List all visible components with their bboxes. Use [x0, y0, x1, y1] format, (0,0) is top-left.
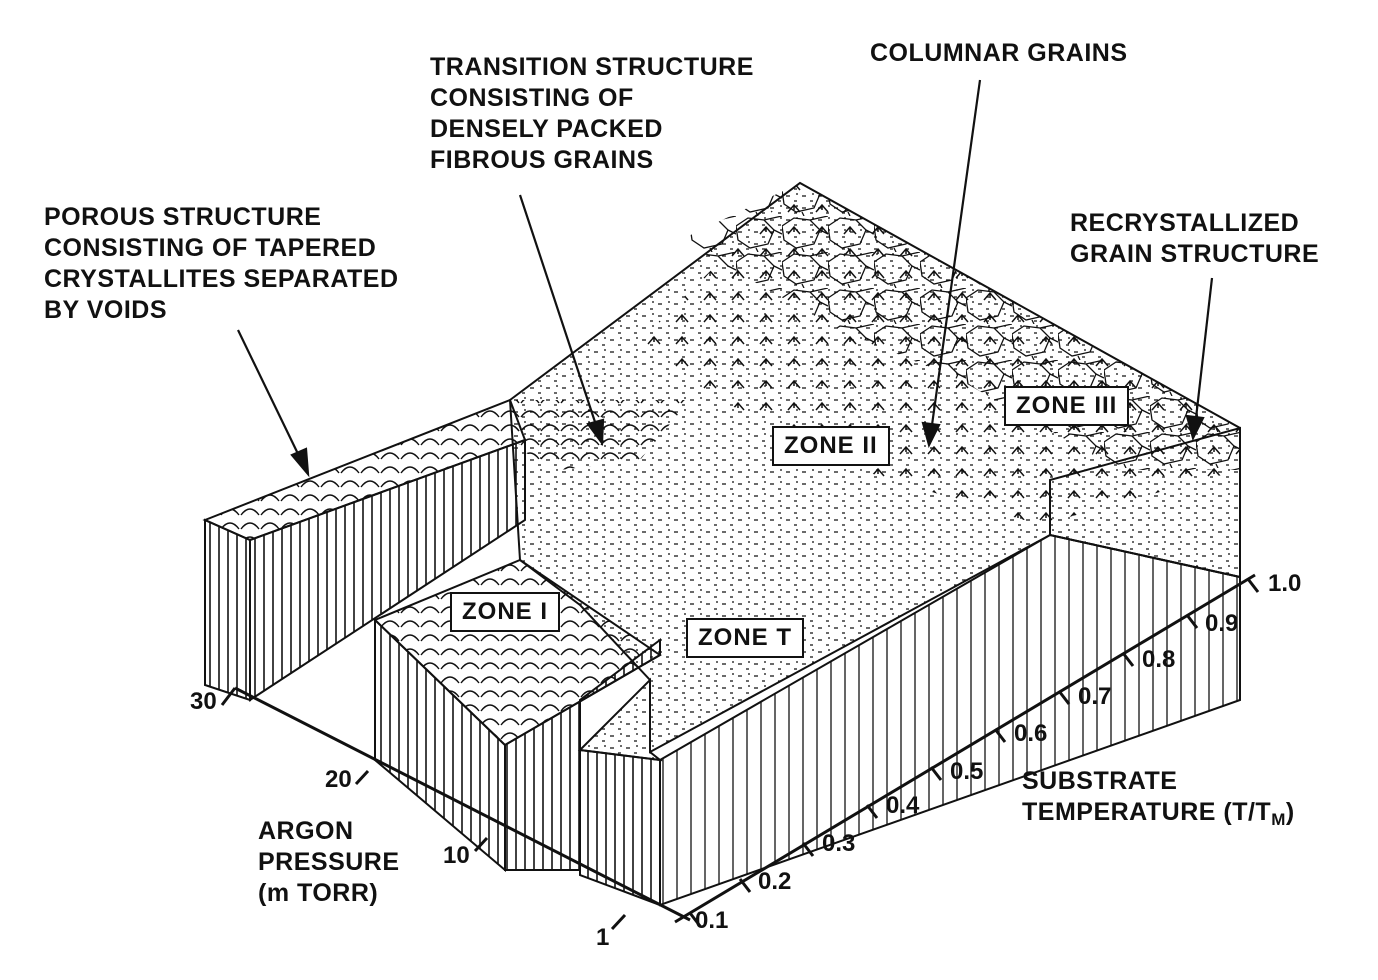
columnar-arrow	[930, 79, 982, 426]
porous-arrow	[237, 329, 301, 459]
zone-i-back-slab	[202, 398, 527, 702]
pressure-title-line-1: ARGON	[258, 817, 354, 845]
zone-t-label: ZONE T	[686, 618, 804, 658]
temperature-tick-0-6: 0.6	[1014, 720, 1048, 747]
temperature-title-end: )	[1285, 798, 1295, 826]
pressure-tick-30: 30	[190, 688, 217, 715]
temperature-tick-0-1: 0.1	[695, 907, 729, 934]
columnar-grains-label: COLUMNAR GRAINS	[870, 39, 1128, 67]
pressure-tick-10: 10	[443, 842, 470, 869]
zone-iii-label: ZONE III	[1004, 386, 1130, 426]
transition-label-line-3: DENSELY PACKED	[430, 115, 663, 143]
temperature-tick-0-5: 0.5	[950, 758, 984, 785]
temperature-title-main: TEMPERATURE (T/T	[1022, 798, 1272, 826]
temperature-tick-0-8: 0.8	[1142, 646, 1176, 673]
transition-label-line-1: TRANSITION STRUCTURE	[430, 53, 754, 81]
pressure-title-line-3: (m TORR)	[258, 879, 379, 907]
temperature-title-subscript: M	[1271, 810, 1286, 829]
temperature-axis-line	[674, 573, 1260, 927]
temperature-title-line-1: SUBSTRATE	[1022, 767, 1178, 795]
transition-label-line-4: FIBROUS GRAINS	[430, 146, 654, 174]
zone-ii-label: ZONE II	[772, 426, 890, 466]
recrystallized-label: RECRYSTALLIZED GRAIN STRUCTURE	[1070, 208, 1319, 270]
temperature-tick-0-9: 0.9	[1205, 610, 1239, 637]
recrystallized-label-line-1: RECRYSTALLIZED	[1070, 209, 1300, 237]
transition-label-line-2: CONSISTING OF	[430, 84, 634, 112]
recrystallized-arrow	[1194, 277, 1214, 419]
pressure-tick-20: 20	[325, 766, 352, 793]
pressure-axis-line	[220, 686, 691, 931]
temperature-tick-0-2: 0.2	[758, 868, 792, 895]
temperature-tick-0-7: 0.7	[1078, 683, 1112, 710]
temperature-title-line-2: TEMPERATURE (T/TM)	[1022, 797, 1295, 835]
porous-label-line-2: CONSISTING OF TAPERED	[44, 234, 377, 262]
temperature-tick-0-3: 0.3	[822, 830, 856, 857]
temperature-axis-title: SUBSTRATE TEMPERATURE (T/TM)	[1022, 766, 1295, 835]
pressure-title-line-2: PRESSURE	[258, 848, 400, 876]
porous-label-line-4: BY VOIDS	[44, 296, 168, 324]
zone-i-label: ZONE I	[450, 592, 561, 632]
porous-label-line-3: CRYSTALLITES SEPARATED	[44, 265, 399, 293]
recrystallized-label-line-2: GRAIN STRUCTURE	[1070, 240, 1320, 268]
transition-arrow	[518, 194, 598, 426]
temperature-tick-0-4: 0.4	[886, 792, 920, 819]
porous-label-line-1: POROUS STRUCTURE	[44, 203, 322, 231]
porous-structure-label: POROUS STRUCTURE CONSISTING OF TAPERED C…	[44, 202, 399, 326]
pressure-tick-1: 1	[596, 924, 610, 951]
temperature-tick-1-0: 1.0	[1268, 570, 1302, 597]
right-end-face	[1049, 426, 1241, 579]
pressure-axis-title: ARGON PRESSURE (m TORR)	[258, 816, 400, 909]
transition-structure-label: TRANSITION STRUCTURE CONSISTING OF DENSE…	[430, 52, 754, 176]
leader-arrows	[237, 79, 1214, 478]
